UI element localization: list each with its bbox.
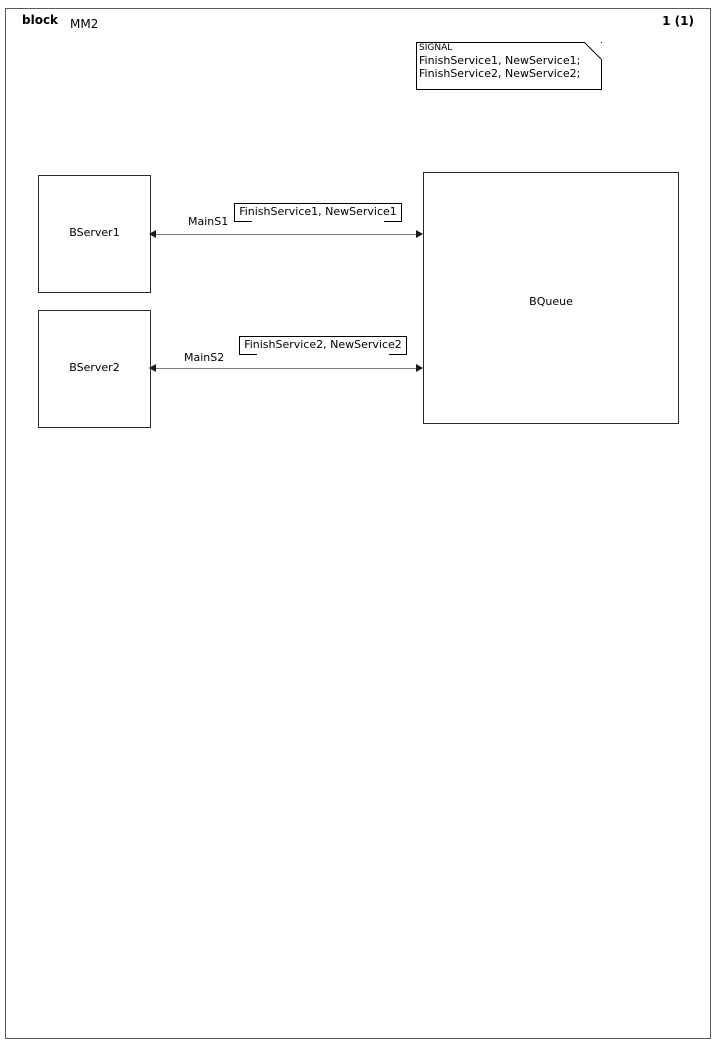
siglabel-border-right (401, 203, 402, 222)
channel-mains1-line[interactable] (155, 234, 422, 235)
note-right-edge (601, 59, 602, 90)
block-label: BServer2 (69, 361, 120, 374)
note-declaration-line: FinishService1, NewService1; (419, 54, 581, 67)
diagram-title: MM2 (70, 17, 99, 31)
note-keyword: SIGNAL (419, 43, 453, 53)
siglabel-border-bottom-right (389, 354, 407, 355)
page-number: 1 (1) (662, 14, 694, 28)
channel-mains2-arrowhead-left (149, 364, 156, 372)
block-label: BServer1 (69, 226, 120, 239)
siglabel-border-bottom-left (239, 354, 257, 355)
channel-mains1-arrowhead-right (416, 230, 423, 238)
channel-mains2-signal-list: FinishService2, NewService2 (239, 336, 407, 355)
note-text: SIGNAL FinishService1, NewService1; Fini… (419, 43, 599, 80)
channel-mains2-line[interactable] (155, 368, 422, 369)
channel-mains1-signal-list: FinishService1, NewService1 (234, 203, 402, 222)
siglabel-border-bottom-left (234, 221, 252, 222)
block-bqueue[interactable]: BQueue (423, 172, 679, 424)
page-frame (5, 8, 711, 1039)
note-top-edge (416, 42, 585, 43)
siglabel-text: FinishService1, NewService1 (239, 205, 397, 218)
siglabel-border-left (239, 336, 240, 355)
siglabel-border-top (239, 336, 407, 337)
siglabel-border-top (234, 203, 402, 204)
diagram-kind-keyword: block (22, 13, 59, 27)
note-declaration-line: FinishService2, NewService2; (419, 67, 581, 80)
signal-declaration-note: SIGNAL FinishService1, NewService1; Fini… (416, 42, 602, 90)
siglabel-border-right (406, 336, 407, 355)
block-bserver1[interactable]: BServer1 (38, 175, 151, 293)
channel-mains2-arrowhead-right (416, 364, 423, 372)
channel-mains1-name: MainS1 (188, 215, 229, 228)
channel-mains1-arrowhead-left (149, 230, 156, 238)
block-bserver2[interactable]: BServer2 (38, 310, 151, 428)
siglabel-text: FinishService2, NewService2 (244, 338, 402, 351)
note-fold-corner-icon (584, 42, 602, 60)
siglabel-border-bottom-right (384, 221, 402, 222)
channel-mains2-name: MainS2 (184, 351, 225, 364)
block-label: BQueue (529, 295, 573, 308)
siglabel-border-left (234, 203, 235, 222)
